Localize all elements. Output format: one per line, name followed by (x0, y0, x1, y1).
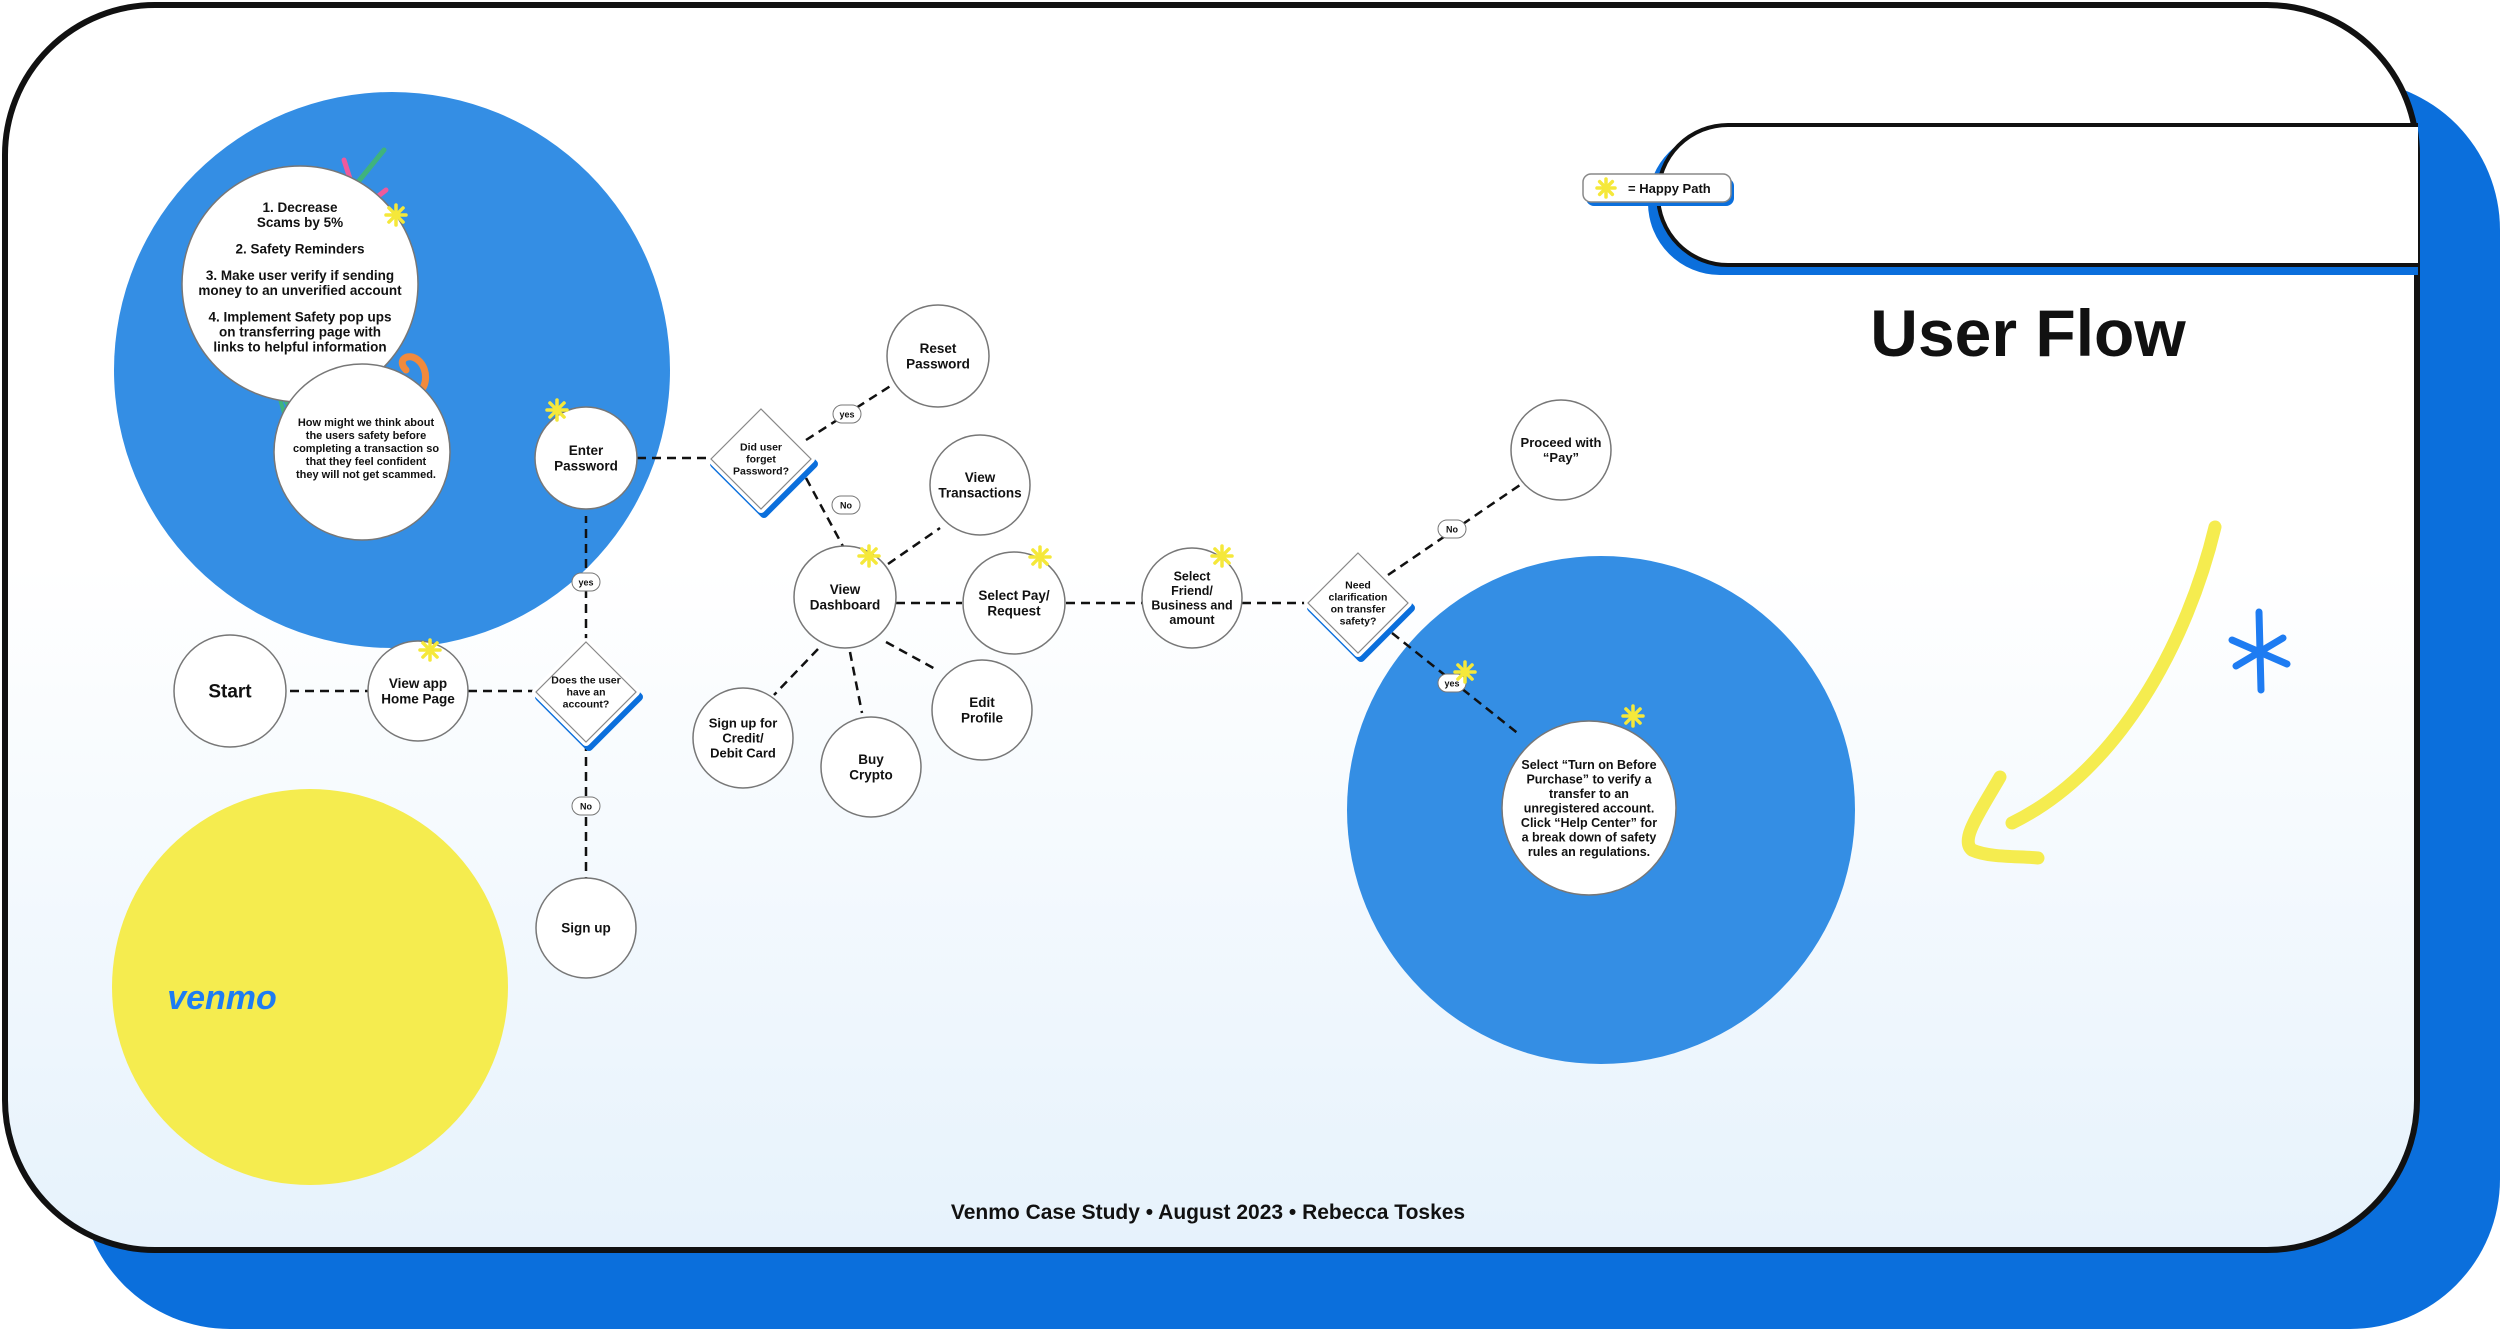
page-title: User Flow (1870, 296, 2186, 370)
sparkle-icon (547, 400, 567, 420)
footer-caption: Venmo Case Study • August 2023 • Rebecca… (951, 1201, 1465, 1224)
sparkle-icon (420, 640, 440, 660)
edge-label-forgot-yes: yes (839, 410, 854, 420)
sparkle-icon (1597, 179, 1615, 197)
sparkle-icon (1030, 547, 1050, 567)
sparkle-icon (859, 546, 879, 566)
sparkle-icon (1623, 706, 1643, 726)
sparkle-icon (1212, 546, 1232, 566)
node-label-select-pay: Select Pay/Request (978, 588, 1050, 619)
title-banner (1658, 125, 2418, 265)
edge-label-forgot-no: No (840, 501, 852, 511)
legend-label: = Happy Path (1628, 181, 1711, 196)
sparkle-icon (386, 205, 406, 225)
sparkle-icon (1597, 179, 1615, 197)
edge-label-clarify-no: No (1446, 525, 1458, 535)
sparkle-icon (1455, 662, 1475, 682)
edge-label-account-no: No (580, 802, 592, 812)
node-label-start: Start (208, 682, 252, 703)
goal-item-2: 2. Safety Reminders (235, 242, 364, 257)
node-label-sign-up: Sign up (561, 921, 611, 936)
venmo-logo: venmo (167, 979, 277, 1017)
edge-label-account-yes: yes (578, 578, 593, 588)
